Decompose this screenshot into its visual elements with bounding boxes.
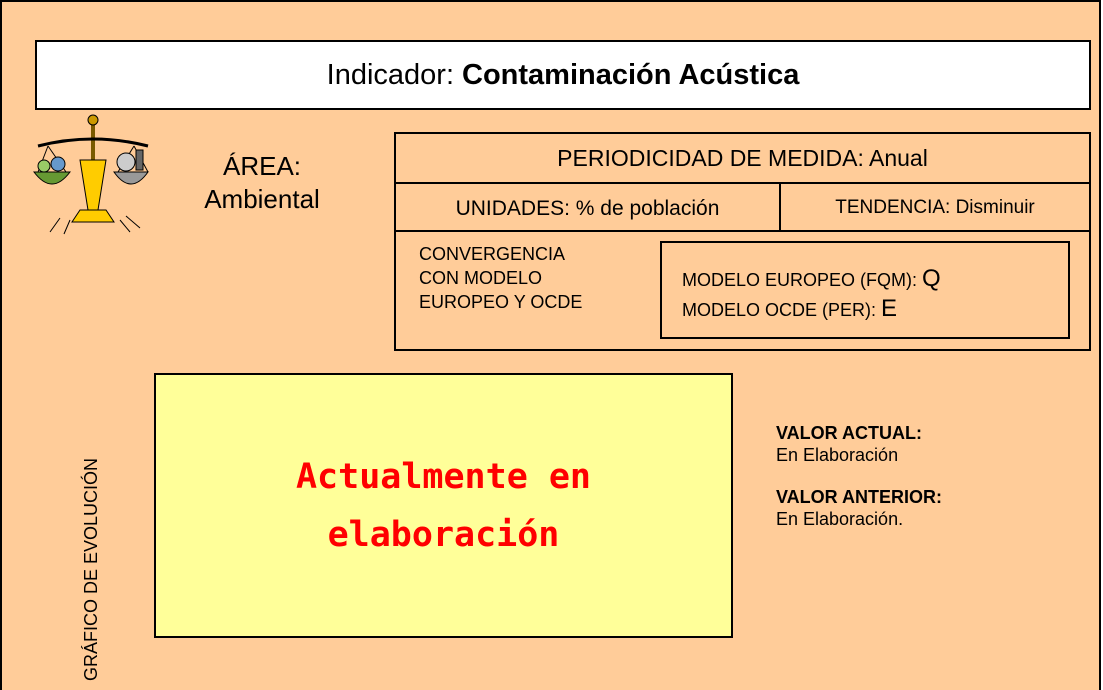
valor-anterior-label: VALOR ANTERIOR: [776, 487, 942, 507]
modelo-europeo-value: Q [922, 265, 941, 292]
periodicidad-row: PERIODICIDAD DE MEDIDA: Anual [396, 134, 1089, 184]
area-value: Ambiental [204, 184, 320, 214]
valor-actual-value: En Elaboración [776, 445, 899, 465]
unidades-tendencia-row: UNIDADES: % de población TENDENCIA: Dism… [396, 182, 1089, 232]
convergencia-label: CONVERGENCIA CON MODELO EUROPEO Y OCDE [419, 244, 583, 312]
tendencia-cell: TENDENCIA: Disminuir [835, 197, 1035, 218]
valor-actual-label: VALOR ACTUAL: [776, 423, 922, 443]
area-label: ÁREA: [222, 151, 302, 181]
title-prefix: Indicador: [326, 58, 455, 91]
modelo-ocde-value: E [881, 295, 898, 322]
valores-block: VALOR ACTUAL: En Elaboración VALOR ANTER… [776, 422, 942, 530]
title-name: Contaminación Acústica [462, 58, 800, 91]
area-block: ÁREA: Ambiental [187, 150, 337, 216]
grafico-message: Actualmente en elaboración [295, 456, 591, 555]
modelo-europeo: MODELO EUROPEO (FQM): Q [682, 265, 941, 292]
grafico-axis-label: GRÁFICO DE EVOLUCIÓN [81, 457, 101, 681]
valor-anterior-value: En Elaboración. [776, 509, 904, 529]
info-table: PERIODICIDAD DE MEDIDA: Anual UNIDADES: … [394, 132, 1091, 351]
modelo-ocde: MODELO OCDE (PER): E [682, 295, 898, 322]
modelos-box: MODELO EUROPEO (FQM): Q MODELO OCDE (PER… [660, 241, 1070, 339]
indicator-title: Indicador: Contaminación Acústica [35, 40, 1091, 110]
grafico-evolucion: Actualmente en elaboración [154, 373, 733, 638]
unidades-cell: UNIDADES: % de población [396, 182, 781, 230]
scales-justice-icon [32, 114, 149, 235]
